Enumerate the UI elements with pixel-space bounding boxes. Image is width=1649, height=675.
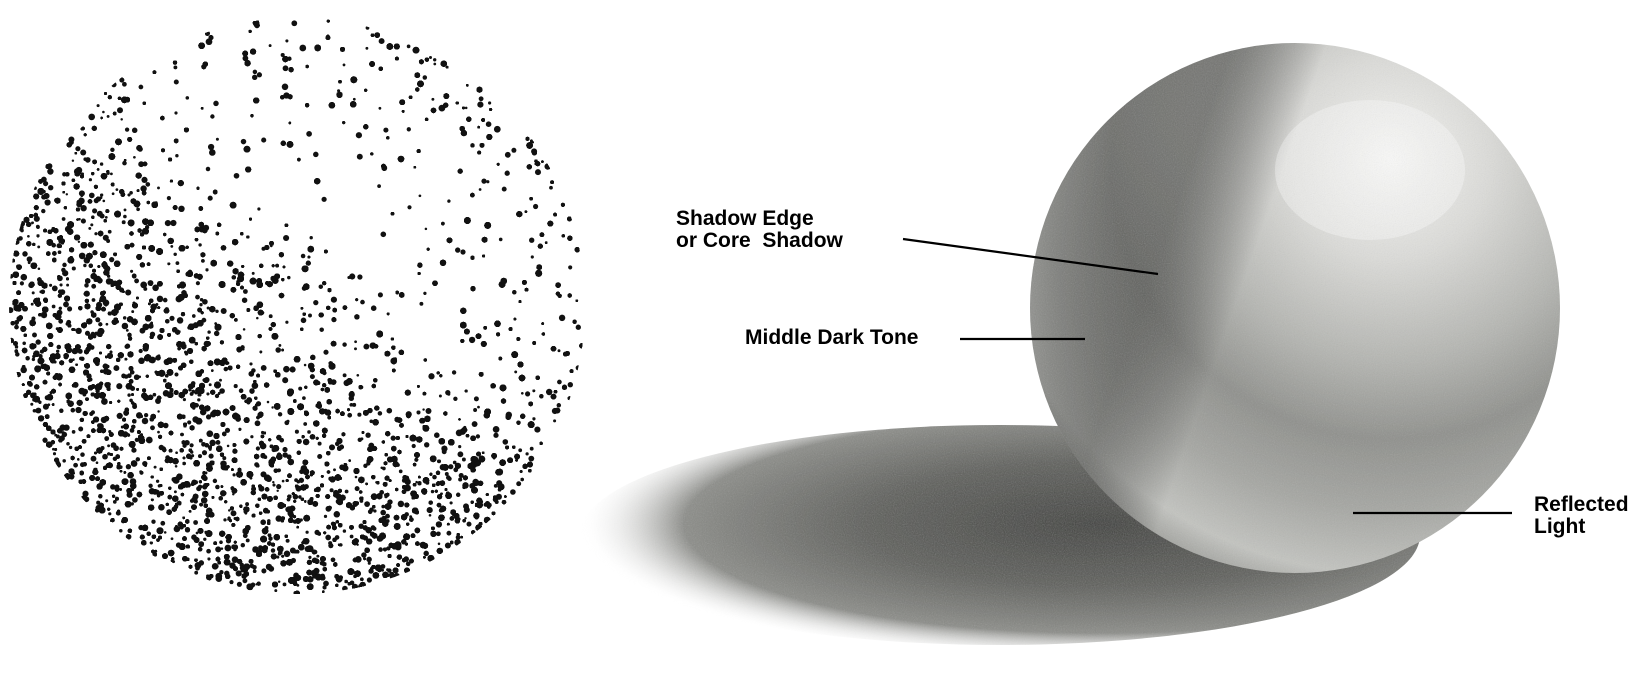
- label-shadow-edge-line1: Shadow Edge: [676, 208, 843, 230]
- label-middle-dark-tone: Middle Dark Tone: [745, 327, 918, 349]
- label-reflected-light: Reflected Light: [1534, 494, 1629, 538]
- label-reflected-line1: Reflected: [1534, 494, 1629, 516]
- label-reflected-line2: Light: [1534, 516, 1629, 538]
- stippled-sphere: [0, 0, 600, 600]
- label-shadow-edge: Shadow Edge or Core Shadow: [676, 208, 843, 252]
- label-middle-dark-tone-text: Middle Dark Tone: [745, 327, 918, 349]
- label-shadow-edge-line2: or Core Shadow: [676, 230, 843, 252]
- shaded-sphere-group: [580, 43, 1560, 645]
